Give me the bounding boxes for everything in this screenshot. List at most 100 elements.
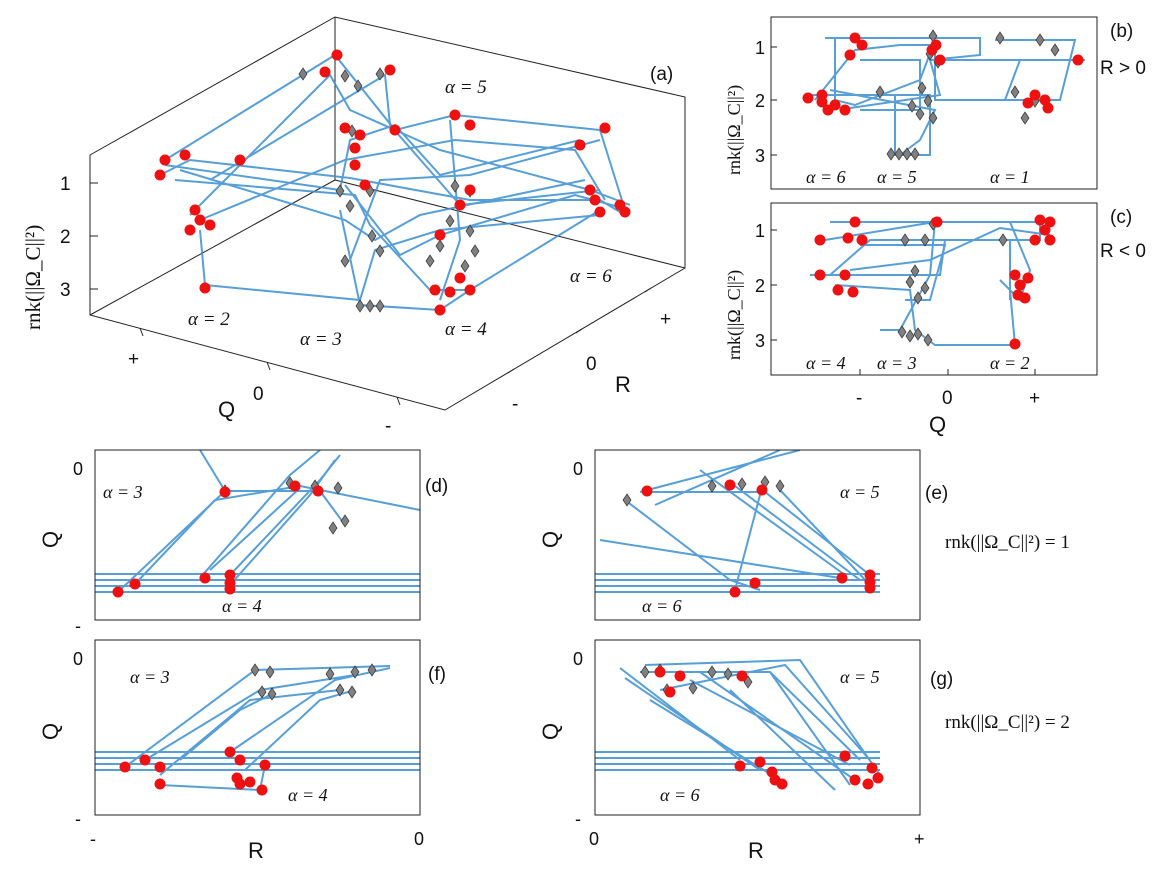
panel-e-alpha5: α = 5 bbox=[840, 482, 880, 502]
panel-e-y-label: Q bbox=[538, 531, 563, 548]
panel-f-frame bbox=[94, 639, 421, 816]
panel-e-gray-markers bbox=[622, 475, 785, 507]
panel-c-ticks bbox=[771, 229, 1036, 375]
panel-e-red-markers bbox=[641, 479, 876, 598]
panel-g-red-markers bbox=[654, 666, 884, 790]
panel-f-x-label: R bbox=[248, 838, 264, 863]
panel-c-x-tick-0: 0 bbox=[942, 388, 953, 409]
panel-d-y-label: Q bbox=[38, 531, 63, 548]
panel-c-y-tick-1: 1 bbox=[755, 221, 765, 241]
panel-f-y-tick-minus: - bbox=[75, 809, 81, 829]
panel-a-alpha3: α = 3 bbox=[300, 329, 342, 350]
panel-g-y-tick-0: 0 bbox=[573, 649, 583, 669]
panel-c-y-tick-3: 3 bbox=[755, 331, 765, 351]
panel-a-z-tick-2: 2 bbox=[60, 227, 71, 248]
panel-e-alpha6: α = 6 bbox=[642, 596, 682, 616]
panel-e-tag: (e) bbox=[925, 483, 948, 504]
panel-f-tag: (f) bbox=[428, 664, 446, 685]
panel-c-y-label: rnk(||Ω_C||²) bbox=[724, 270, 745, 360]
panel-b-side-label: R > 0 bbox=[1100, 58, 1146, 79]
panel-d-trajectories bbox=[95, 450, 420, 593]
panel-f: (f) 0 - Q - 0 R α = 3 α = 4 bbox=[38, 639, 446, 863]
panel-g-x-tick-0: 0 bbox=[589, 829, 599, 849]
panel-c-x-label: Q bbox=[929, 412, 946, 437]
panel-c-frame bbox=[770, 202, 1098, 376]
panel-b-frame bbox=[770, 16, 1098, 190]
panel-a-q-tick-plus: + bbox=[128, 349, 139, 370]
panel-b-y-tick-3: 3 bbox=[755, 146, 765, 166]
panel-e: (e) 0 Q rnk(||Ω_C||²) = 1 α = 5 α = 6 bbox=[538, 449, 1070, 621]
panel-b-trajectories bbox=[810, 37, 1085, 156]
panel-g-frame bbox=[594, 639, 921, 816]
panel-a-alpha6: α = 6 bbox=[570, 266, 612, 287]
panel-c-side-label: R < 0 bbox=[1100, 241, 1146, 262]
panel-d-alpha3: α = 3 bbox=[103, 482, 143, 502]
panel-b-alpha6: α = 6 bbox=[806, 167, 846, 187]
panel-d-red-markers bbox=[112, 480, 324, 598]
panel-a-red-markers bbox=[154, 49, 631, 316]
panel-a-q-label: Q bbox=[218, 397, 235, 422]
panel-e-trajectories bbox=[595, 450, 880, 593]
panel-a-gray-markers bbox=[298, 67, 480, 313]
panel-g-alpha6: α = 6 bbox=[660, 785, 700, 805]
panel-e-side-label: rnk(||Ω_C||²) = 1 bbox=[945, 532, 1070, 553]
panel-a-q-tick-minus: - bbox=[385, 416, 391, 437]
panel-a: (a) 1 2 3 rnk(||Ω_C||²) + 0 - Q - 0 + R … bbox=[21, 16, 686, 437]
panel-a-q-tick-0: 0 bbox=[253, 384, 264, 405]
panel-e-frame bbox=[594, 449, 921, 621]
panel-d-y-tick-minus: - bbox=[75, 616, 81, 636]
panel-a-alpha4: α = 4 bbox=[445, 319, 487, 340]
panel-c-red-markers bbox=[814, 214, 1056, 350]
panel-g-alpha5: α = 5 bbox=[840, 667, 880, 687]
panel-b-tag: (b) bbox=[1110, 21, 1133, 42]
panel-f-alpha4: α = 4 bbox=[288, 785, 328, 805]
panel-f-x-tick-minus: - bbox=[90, 829, 96, 849]
panel-a-z-tick-3: 3 bbox=[60, 280, 71, 301]
panel-a-z-label: rnk(||Ω_C||²) bbox=[21, 225, 45, 330]
panel-a-labels: (a) 1 2 3 rnk(||Ω_C||²) + 0 - Q - 0 + R … bbox=[21, 64, 673, 437]
panel-g-x-tick-plus: + bbox=[914, 829, 925, 849]
panel-g: (g) 0 - Q 0 + R rnk(||Ω_C||²) = 2 α = 5 … bbox=[538, 639, 1070, 863]
panel-b-red-markers bbox=[802, 32, 1084, 116]
panel-c-x-tick-plus: + bbox=[1029, 388, 1040, 409]
panel-b-alpha1: α = 1 bbox=[990, 167, 1030, 187]
panel-d-y-tick-0: 0 bbox=[73, 459, 83, 479]
panel-a-trajectories bbox=[159, 53, 631, 312]
panel-c-tag: (c) bbox=[1110, 207, 1132, 228]
panel-b-y-label: rnk(||Ω_C||²) bbox=[724, 85, 745, 175]
panel-a-r-tick-plus: + bbox=[660, 309, 671, 330]
panel-c-y-tick-2: 2 bbox=[755, 276, 765, 296]
panel-b-alpha5: α = 5 bbox=[877, 167, 917, 187]
panel-b-y-tick-1: 1 bbox=[755, 38, 765, 58]
panel-f-y-tick-0: 0 bbox=[73, 649, 83, 669]
panel-f-alpha3: α = 3 bbox=[130, 667, 170, 687]
panel-b: (b) R > 0 1 2 3 rnk(||Ω_C||²) α = 6 α = … bbox=[724, 16, 1146, 190]
panel-c-alpha2: α = 2 bbox=[990, 353, 1030, 373]
panel-a-tag: (a) bbox=[650, 64, 673, 85]
panel-g-y-tick-minus: - bbox=[575, 809, 581, 829]
panel-g-tag: (g) bbox=[930, 669, 953, 690]
panel-a-r-label: R bbox=[615, 372, 631, 397]
panel-b-y-tick-2: 2 bbox=[755, 91, 765, 111]
panel-b-ticks bbox=[771, 46, 777, 156]
panel-f-gray-markers bbox=[250, 663, 377, 701]
panel-a-ticks bbox=[90, 182, 652, 406]
panel-a-r-tick-0: 0 bbox=[586, 354, 597, 375]
panel-d-alpha4: α = 4 bbox=[222, 596, 262, 616]
panel-f-x-tick-0: 0 bbox=[414, 829, 424, 849]
panel-g-y-label: Q bbox=[538, 723, 563, 740]
panel-d: (d) 0 - Q α = 3 α = 4 bbox=[38, 449, 448, 636]
panel-a-r-tick-minus: - bbox=[512, 394, 518, 415]
panel-c-alpha3: α = 3 bbox=[877, 353, 917, 373]
panel-g-x-label: R bbox=[748, 838, 764, 863]
panel-f-y-label: Q bbox=[38, 723, 63, 740]
panel-f-red-markers bbox=[119, 746, 271, 796]
panel-e-y-tick-0: 0 bbox=[573, 459, 583, 479]
panel-d-tag: (d) bbox=[425, 476, 448, 497]
panel-d-frame bbox=[94, 449, 421, 621]
panel-c: (c) R < 0 1 2 3 rnk(||Ω_C||²) - 0 + Q α … bbox=[724, 202, 1146, 437]
panel-a-z-tick-1: 1 bbox=[60, 174, 71, 195]
panel-c-gray-markers bbox=[897, 217, 1008, 347]
panel-c-alpha4: α = 4 bbox=[806, 353, 846, 373]
